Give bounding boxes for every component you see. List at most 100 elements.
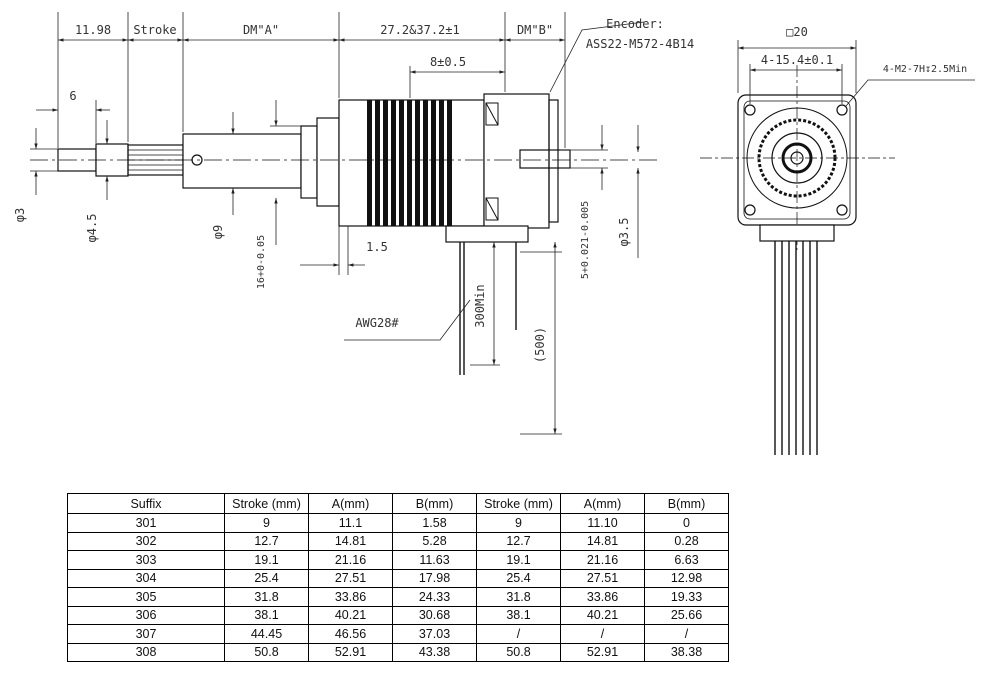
- dim-5: 5+0.021-0.005: [580, 201, 591, 279]
- dim-300min: 300Min: [473, 284, 487, 327]
- table-cell: 25.4: [476, 568, 561, 588]
- dim-a: DM"A": [243, 23, 279, 37]
- table-row: 302 12.7 14.81 5.28 12.7 14.81 0.28: [67, 531, 729, 551]
- table-cell: 21.16: [560, 550, 645, 570]
- mount-hole-br: [836, 204, 848, 216]
- table-cell: 308: [67, 642, 225, 662]
- table-cell: 38.1: [224, 605, 309, 625]
- dim-27-2: 27.2&37.2±1: [380, 23, 459, 37]
- table-cell: 31.8: [224, 587, 309, 607]
- table-cell: 37.03: [392, 624, 477, 644]
- table-cell: 19.33: [644, 587, 729, 607]
- table-cell: 9: [476, 513, 561, 533]
- table-cell: 5.28: [392, 531, 477, 551]
- dim-b: DM"B": [517, 23, 553, 37]
- cooling-fins: [367, 100, 452, 226]
- table-cell: 303: [67, 550, 225, 570]
- table-cell: /: [560, 624, 645, 644]
- table-row: 306 38.1 40.21 30.68 38.1 40.21 25.66: [67, 605, 729, 625]
- table-cell: /: [644, 624, 729, 644]
- table-cell: 14.81: [308, 531, 393, 551]
- table-cell: 25.66: [644, 605, 729, 625]
- dim-15-4: 4-15.4±0.1: [761, 53, 833, 67]
- table-cell: /: [476, 624, 561, 644]
- table-row: 301 9 11.1 1.58 9 11.10 0: [67, 513, 729, 533]
- col-a-1: A(mm): [308, 493, 393, 514]
- table-row: 304 25.4 27.51 17.98 25.4 27.51 12.98: [67, 568, 729, 588]
- table-cell: 0: [644, 513, 729, 533]
- table-cell: 19.1: [224, 550, 309, 570]
- table-row: 307 44.45 46.56 37.03 / / /: [67, 624, 729, 644]
- mount-hole-spec: 4-M2-7H↧2.5Min: [883, 64, 967, 75]
- col-b-1: B(mm): [392, 493, 477, 514]
- front-connector: [759, 224, 835, 242]
- front-wires: [774, 241, 818, 455]
- table-cell: 17.98: [392, 568, 477, 588]
- lead-wires: [459, 242, 517, 375]
- table-cell: 30.68: [392, 605, 477, 625]
- encoder-cap: [548, 99, 559, 223]
- table-cell: 307: [67, 624, 225, 644]
- table-cell: 12.7: [476, 531, 561, 551]
- col-a-2: A(mm): [560, 493, 645, 514]
- table-cell: 25.4: [224, 568, 309, 588]
- technical-drawing: 11.98 Stroke DM"A" 27.2&37.2±1 DM"B" Enc…: [13, 12, 975, 455]
- table-cell: 11.63: [392, 550, 477, 570]
- encoder-part-number: ASS22-M572-4B14: [586, 37, 694, 51]
- table-cell: 305: [67, 587, 225, 607]
- table-row: 303 19.1 21.16 11.63 19.1 21.16 6.63: [67, 550, 729, 570]
- table-cell: 50.8: [224, 642, 309, 662]
- table-cell: 21.16: [308, 550, 393, 570]
- dim-phi3: φ3: [13, 208, 27, 222]
- col-stroke-1: Stroke (mm): [224, 493, 309, 514]
- table-cell: 31.8: [476, 587, 561, 607]
- col-b-2: B(mm): [644, 493, 729, 514]
- dim-phi3-5: φ3.5: [617, 218, 631, 247]
- table-cell: 40.21: [308, 605, 393, 625]
- table-cell: 33.86: [560, 587, 645, 607]
- bushing: [182, 133, 302, 189]
- table-cell: 11.1: [308, 513, 393, 533]
- connector-block: [445, 225, 529, 243]
- table-cell: 24.33: [392, 587, 477, 607]
- dim-stroke: Stroke: [133, 23, 176, 37]
- dim-8: 8±0.5: [430, 55, 466, 69]
- table-cell: 40.21: [560, 605, 645, 625]
- dimension-labels: 11.98 Stroke DM"A" 27.2&37.2±1 DM"B" Enc…: [13, 17, 694, 363]
- front-dimensions: [737, 40, 975, 107]
- mount-hole-tl: [744, 104, 756, 116]
- table-cell: 27.51: [560, 568, 645, 588]
- front-labels: □20 4-15.4±0.1 4-M2-7H↧2.5Min: [761, 25, 967, 75]
- dim-phi9: φ9: [211, 225, 225, 239]
- awg-label: AWG28#: [355, 316, 399, 330]
- col-suffix: Suffix: [67, 493, 225, 514]
- table-cell: 50.8: [476, 642, 561, 662]
- flange-nut: [300, 125, 318, 199]
- table-cell: 302: [67, 531, 225, 551]
- front-view: [700, 65, 895, 455]
- table-cell: 46.56: [308, 624, 393, 644]
- table-cell: 9: [224, 513, 309, 533]
- table-cell: 38.1: [476, 605, 561, 625]
- table-cell: 6.63: [644, 550, 729, 570]
- table-cell: 0.28: [644, 531, 729, 551]
- dim-6: 6: [69, 89, 76, 103]
- table-cell: 11.10: [560, 513, 645, 533]
- dim-16: 16+0-0.05: [256, 235, 267, 289]
- spec-table: Suffix Stroke (mm) A(mm) B(mm) Stroke (m…: [67, 493, 729, 662]
- col-stroke-2: Stroke (mm): [476, 493, 561, 514]
- table-row: 308 50.8 52.91 43.38 50.8 52.91 38.38: [67, 642, 729, 662]
- table-cell: 19.1: [476, 550, 561, 570]
- dim-phi4-5: φ4.5: [85, 214, 99, 243]
- dimension-lines: [30, 12, 645, 435]
- side-view: [30, 93, 660, 375]
- dim-11-98: 11.98: [75, 23, 111, 37]
- table-cell: 38.38: [644, 642, 729, 662]
- table-cell: 44.45: [224, 624, 309, 644]
- table-cell: 301: [67, 513, 225, 533]
- table-cell: 304: [67, 568, 225, 588]
- table-cell: 52.91: [560, 642, 645, 662]
- table-cell: 33.86: [308, 587, 393, 607]
- table-cell: 12.98: [644, 568, 729, 588]
- table-cell: 52.91: [308, 642, 393, 662]
